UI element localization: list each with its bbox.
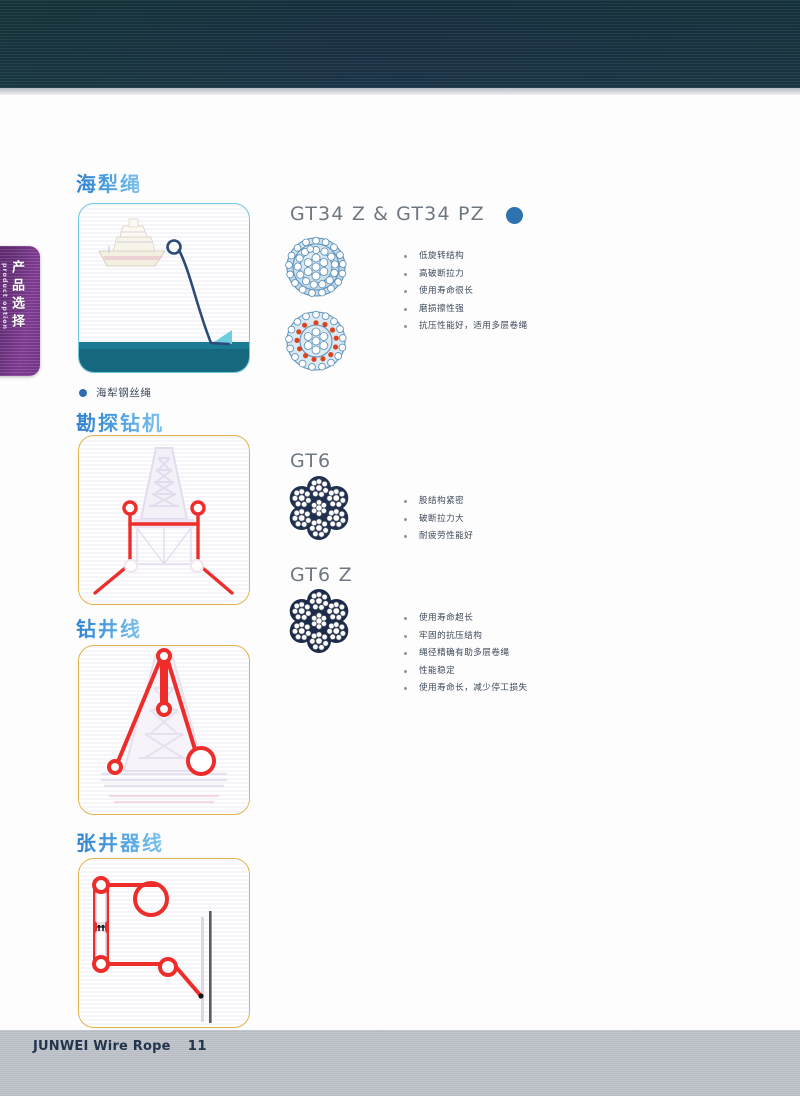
footer-brand: JUNWEI Wire Rope [33,1039,171,1054]
well-tensioner-line-illustration [92,876,212,1023]
feature-item: 使用寿命很长 [402,287,528,296]
band-scanlines [0,0,800,88]
feature-item: 低旋转结构 [402,252,528,261]
product-title-part1: GT34 Z [290,203,367,225]
feature-item: 股结构紧密 [402,497,473,506]
sea-plough-boat-illustration [79,218,249,372]
page-number: 11 [187,1038,207,1054]
feature-item: 绳径精确有助多层卷绳 [402,649,528,658]
feature-list-gt34: 低旋转结构 高破断拉力 使用寿命很长 磨损擦性强 抗压性能好，适用多层卷绳 [362,252,528,340]
feature-item: 性能稳定 [402,667,528,676]
section-heading-3: 钻井线 [76,613,142,642]
product-title-gt6z: GT6 Z [290,564,353,586]
product-title-part2: GT34 PZ [396,203,485,225]
feature-list-gt6: 股结构紧密 破断拉力大 耐疲劳性能好 [362,497,473,550]
product-title-gt6: GT6 [290,450,331,472]
illustration-card-drilling-line [78,645,250,815]
strip-texture [0,1030,800,1096]
feature-list-gt6z: 使用寿命超长 牢固的抗压结构 绳径精确有助多层卷绳 性能稳定 使用寿命长，减少停… [362,614,528,702]
section-heading-1: 海犁绳 [76,168,142,197]
sidebar-tab-product-option[interactable]: product option 产品选择 [0,246,40,376]
band-tint [0,0,800,88]
feature-item: 破断拉力大 [402,514,473,524]
blue-dot-icon [79,388,87,397]
feature-item: 高破断拉力 [402,269,528,279]
product-title-amp: & [373,203,390,225]
feature-item: 牢固的抗压结构 [402,631,528,641]
product-accent-dot-icon [506,207,523,224]
rope-cross-section-gt6z [289,589,349,653]
exploration-drilling-rig-illustration [93,447,234,595]
tab-scanlines [0,246,40,376]
feature-item: 抗压性能好，适用多层卷绳 [402,322,528,331]
product-title-gt34: GT34 Z&GT34 PZ [290,203,485,225]
band-shadow-strip [0,88,800,95]
sidebar-tab-cn-label: 产品选择 [9,260,24,332]
drilling-line-derrick-illustration [101,648,227,803]
sidebar-tab-en-label: product option [1,263,8,331]
feature-item: 耐疲劳性能好 [402,532,473,541]
product-title-part1: GT6 Z [290,564,353,586]
section-heading-4: 张井器线 [76,827,164,856]
illustration-card-sea-plough [78,203,250,373]
rope-cross-section-gt34pz [285,310,347,371]
feature-item: 使用寿命长，减少停工损失 [402,684,528,693]
caption-sea-plough-rope: 海犁钢丝绳 [79,385,152,400]
illustration-card-tensioner-line [78,858,250,1028]
rope-cross-section-gt34z [285,236,347,297]
page-footer: JUNWEI Wire Rope 11 [33,1038,207,1054]
illustration-card-drilling-rig [78,435,250,605]
top-decorative-band [0,0,800,88]
feature-item: 磨损擦性强 [402,305,528,314]
section-heading-2: 勘探钻机 [76,407,164,436]
bottom-grey-strip [0,1030,800,1096]
caption-label: 海犁钢丝绳 [96,387,152,399]
rope-cross-section-gt6 [289,476,349,540]
feature-item: 使用寿命超长 [402,614,528,623]
product-title-part1: GT6 [290,450,332,472]
